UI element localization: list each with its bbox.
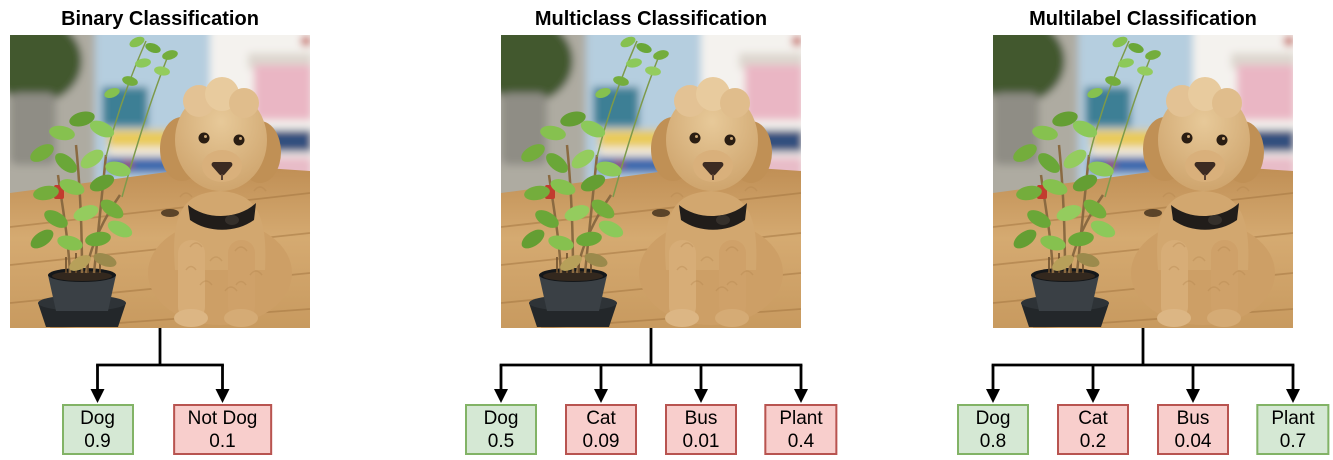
class-probability: 0.2: [1079, 431, 1107, 452]
dog-photo: [501, 35, 801, 328]
decision-arrows: [90, 328, 230, 403]
class-probability: 0.04: [1174, 431, 1212, 452]
arrowhead-icon: [1286, 389, 1300, 403]
class-probability: 0.1: [209, 431, 236, 452]
class-label: Plant: [1271, 408, 1315, 429]
arrowhead-icon: [215, 389, 230, 403]
class-label: Dog: [483, 408, 519, 429]
class-label: Dog: [975, 408, 1011, 429]
class-probability: 0.5: [487, 431, 515, 452]
class-probability: 0.01: [682, 431, 720, 452]
class-probability: 0.9: [84, 431, 111, 452]
class-probability: 0.8: [979, 431, 1007, 452]
class-label: Bus: [1176, 408, 1210, 429]
class-probability: 0.09: [582, 431, 620, 452]
decision-arrows: [986, 328, 1300, 403]
panel-title: Multiclass Classification: [534, 8, 768, 30]
class-label: Not Dog: [187, 408, 258, 429]
class-label: Dog: [80, 408, 115, 429]
class-probability: 0.4: [787, 431, 815, 452]
arrowhead-icon: [694, 389, 708, 403]
panel-title: Binary Classification: [61, 8, 259, 30]
panel-title: Multilabel Classification: [1029, 8, 1257, 30]
arrowhead-icon: [90, 389, 105, 403]
class-probability: 0.7: [1279, 431, 1307, 452]
dog-photo: [993, 35, 1293, 328]
arrowhead-icon: [1186, 389, 1200, 403]
arrowhead-icon: [494, 389, 508, 403]
decision-arrows: [494, 328, 808, 403]
arrowhead-icon: [986, 389, 1000, 403]
arrowhead-icon: [794, 389, 808, 403]
class-label: Bus: [684, 408, 718, 429]
class-label: Cat: [586, 408, 616, 429]
arrowhead-icon: [594, 389, 608, 403]
class-label: Cat: [1078, 408, 1108, 429]
arrowhead-icon: [1086, 389, 1100, 403]
class-label: Plant: [779, 408, 823, 429]
dog-photo: [10, 35, 310, 328]
